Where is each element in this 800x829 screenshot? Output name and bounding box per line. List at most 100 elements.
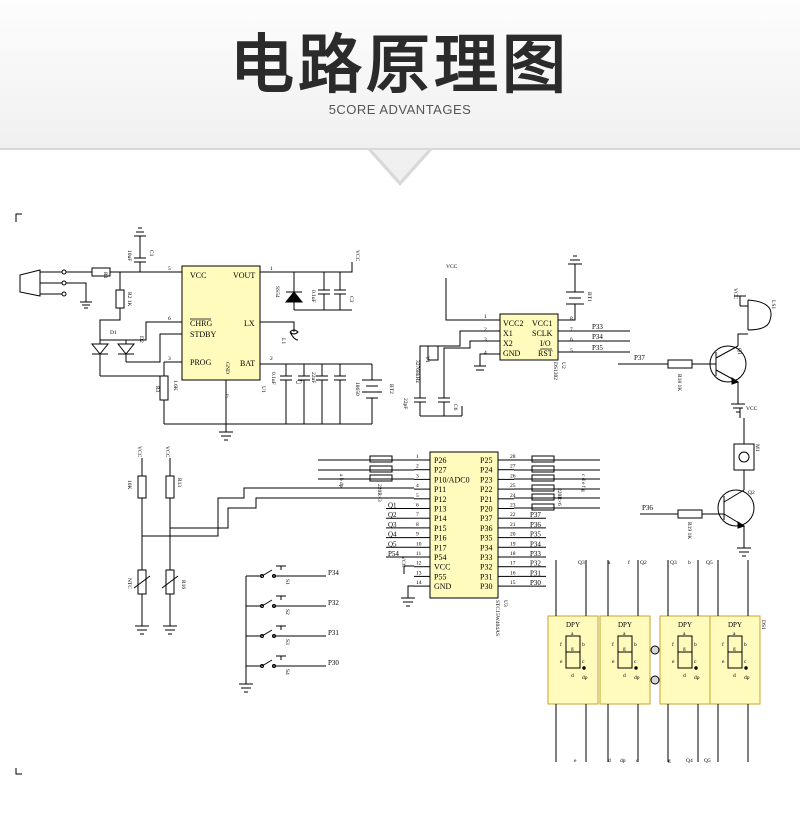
mcu-right-net-label: P37 bbox=[530, 511, 541, 519]
button-ref: S4 bbox=[284, 669, 290, 675]
svg-text:NTC: NTC bbox=[126, 578, 132, 589]
mcu-left-pin-number: 2 bbox=[416, 464, 419, 470]
header-pointer bbox=[368, 150, 432, 186]
svg-text:BT1: BT1 bbox=[586, 292, 592, 302]
svg-text:R2 1K: R2 1K bbox=[126, 292, 132, 307]
mcu-right-net-label: P36 bbox=[530, 521, 541, 529]
display-digit-label: DPY bbox=[566, 621, 580, 629]
svg-text:10uF: 10uF bbox=[126, 250, 132, 261]
wire-adc bbox=[142, 487, 414, 537]
mcu-ic bbox=[429, 451, 499, 599]
header-banner: 电路原理图 5CORE ADVANTAGES bbox=[0, 0, 800, 186]
segment-letter: c bbox=[694, 659, 697, 665]
display-digit-label: DPY bbox=[728, 621, 742, 629]
display-digit bbox=[547, 615, 599, 705]
push-button bbox=[246, 595, 326, 607]
rtc-net-p34: P34 bbox=[592, 333, 603, 341]
rtc-pin-gnd: GND bbox=[503, 349, 521, 358]
wire-rtc-vcc2 bbox=[445, 278, 500, 321]
segment-letter: a bbox=[571, 631, 574, 637]
mcu-left-pin-label: P17 bbox=[434, 543, 446, 552]
rtc-pinnum-6: 6 bbox=[570, 337, 573, 343]
mcu-right-pin-number: 20 bbox=[510, 532, 516, 538]
display-segments bbox=[727, 635, 743, 669]
rtc-pin-rst: RST bbox=[538, 349, 553, 358]
mcu-left-pin-label: P54 bbox=[434, 553, 446, 562]
display-top-pin-label: Q5 bbox=[706, 560, 713, 566]
push-button-contact bbox=[272, 634, 276, 638]
charger-pin-prog: PROG bbox=[190, 358, 212, 367]
led-indicator bbox=[733, 443, 755, 471]
svg-text:R1: R1 bbox=[102, 272, 108, 279]
svg-text:22pF: 22pF bbox=[402, 398, 408, 409]
display-colon bbox=[650, 645, 660, 655]
mcu-left-pin-label: P26 bbox=[434, 456, 446, 465]
push-button-contact bbox=[260, 604, 264, 608]
svg-text:c d e f g: c d e f g bbox=[580, 474, 587, 492]
mcu-left-pin-number: 14 bbox=[416, 580, 422, 586]
mcu-right-net-label: P33 bbox=[530, 550, 541, 558]
display-decimal-point bbox=[744, 666, 748, 670]
mcu-left-pin-label: P16 bbox=[434, 534, 446, 543]
segment-letter: b bbox=[694, 642, 697, 648]
mcu-left-pin-label: P27 bbox=[434, 466, 446, 475]
mcu-right-pin-label: P34 bbox=[480, 543, 492, 552]
rtc-net-p33: P33 bbox=[592, 323, 603, 331]
svg-text:D1: D1 bbox=[110, 330, 117, 336]
rtc-pinnum-8: 8 bbox=[570, 316, 573, 322]
mcu-right-pin-label: P37 bbox=[480, 514, 492, 523]
capacitor-c6 bbox=[316, 364, 328, 424]
rtc-pin-sclk: SCLK bbox=[532, 329, 553, 338]
display-bottom-pin-label: dp bbox=[620, 758, 626, 764]
display-colon bbox=[650, 675, 660, 685]
segment-letter: d bbox=[571, 673, 574, 679]
led-standby bbox=[116, 340, 136, 362]
mcu-right-net-label: P34 bbox=[530, 540, 541, 548]
segment-letter: d bbox=[623, 673, 626, 679]
mcu-left-net-label: Q4 bbox=[388, 531, 397, 539]
mcu-right-net-label: P30 bbox=[530, 579, 541, 587]
display-top-pin-label: f bbox=[628, 559, 630, 566]
mcu-right-pin-label: P21 bbox=[480, 495, 492, 504]
segment-letter: a bbox=[683, 631, 686, 637]
wire-vout bbox=[260, 262, 353, 273]
display-bottom-pin-label: Q5 bbox=[704, 758, 711, 764]
svg-text:D2: D2 bbox=[138, 336, 144, 343]
net-p36: P36 bbox=[642, 504, 653, 512]
resistor-r13 bbox=[165, 475, 175, 499]
segment-letter: g bbox=[683, 646, 686, 652]
display-segments bbox=[565, 635, 581, 669]
vcc-label-buzzer: VCC bbox=[732, 288, 738, 300]
mcu-left-net-label: Q3 bbox=[388, 521, 397, 529]
vcc-label-r12: VCC bbox=[136, 446, 142, 458]
mcu-left-pin-label: GND bbox=[434, 582, 452, 591]
segment-letter: a bbox=[623, 631, 626, 637]
gnd-ldr bbox=[163, 594, 177, 635]
mcu-left-pin-number: 3 bbox=[416, 473, 419, 479]
inductor-l1 bbox=[289, 329, 299, 341]
vcc-label-q2: VCC bbox=[746, 406, 758, 412]
mcu-left-net-label: P54 bbox=[388, 550, 399, 558]
display-bottom-pin-label: d bbox=[608, 758, 611, 764]
segment-letter: b bbox=[582, 642, 585, 648]
crystal-ref: Y1 bbox=[424, 356, 430, 363]
svg-text:R18 1K: R18 1K bbox=[676, 374, 682, 391]
segment-letter: dp bbox=[634, 675, 640, 681]
button-ref: S3 bbox=[284, 639, 290, 645]
display-decimal-point bbox=[694, 666, 698, 670]
display-bottom-pin-label: e bbox=[574, 758, 577, 764]
charger-pin-stdby: STDBY bbox=[190, 330, 216, 339]
svg-text:C1: C1 bbox=[148, 250, 154, 257]
display-bottom-pin-label: Q4 bbox=[686, 758, 693, 764]
segment-letter: d bbox=[733, 673, 736, 679]
svg-text:22uF: 22uF bbox=[310, 372, 316, 383]
capacitor-c3 bbox=[334, 272, 346, 310]
charger-pinnum-6: 6 bbox=[168, 316, 171, 322]
mcu-right-pin-number: 15 bbox=[510, 580, 516, 586]
rtc-ic: VCC2 X1 X2 GND VCC1 SCLK I/O RST U2 DS13… bbox=[499, 313, 566, 380]
segment-letter: a bbox=[733, 631, 736, 637]
segment-letter: g bbox=[733, 646, 736, 652]
transistor-q2-label: Q2 bbox=[748, 490, 755, 496]
net-p37-buzzer: P37 bbox=[634, 354, 645, 362]
